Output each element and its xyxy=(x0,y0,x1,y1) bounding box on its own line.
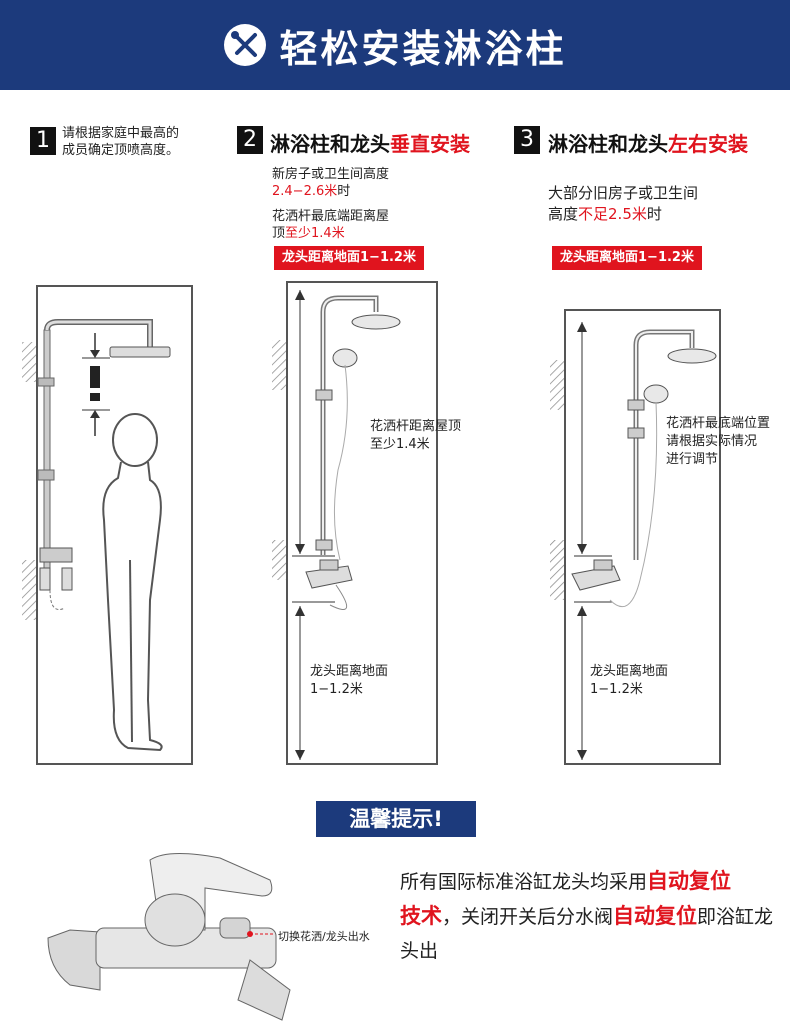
step2-title: 淋浴柱和龙头垂直安装 xyxy=(270,132,470,156)
switch-callout: 切换花洒/龙头出水 xyxy=(278,930,370,943)
step1-text-2: 成员确定顶喷高度。 xyxy=(62,143,180,158)
step2-ann-top-1: 花洒杆距离屋顶 xyxy=(370,419,462,434)
step2-number: 2 xyxy=(237,126,263,154)
person-silhouette xyxy=(102,413,163,752)
step2-ann-bottom-2: 1−1.2米 xyxy=(310,682,363,697)
step2-ann-top-2: 至少1.4米 xyxy=(370,437,430,452)
step2-note-2: 2.4−2.6米时 xyxy=(272,184,351,199)
bath-faucet-illustration xyxy=(47,852,291,1021)
step2-note-4: 顶至少1.4米 xyxy=(272,226,345,241)
step3-number: 3 xyxy=(514,126,540,154)
exclamation-icon xyxy=(90,366,100,401)
step1-text-1: 请根据家庭中最高的 xyxy=(62,126,180,141)
step3-note-2: 高度不足2.5米时 xyxy=(548,205,662,223)
panel1-bathroom xyxy=(22,285,193,765)
step2-tag: 龙头距离地面1−1.2米 xyxy=(274,246,424,270)
page-title: 轻松安装淋浴柱 xyxy=(279,26,567,71)
step3-ann-bottom-2: 1−1.2米 xyxy=(590,682,643,697)
step3-title: 淋浴柱和龙头左右安装 xyxy=(548,132,748,156)
header-banner: 轻松安装淋浴柱 xyxy=(0,0,790,90)
step3-note-1: 大部分旧房子或卫生间 xyxy=(548,184,699,202)
tip-title: 温馨提示! xyxy=(316,801,476,837)
step2-ann-bottom-1: 龙头距离地面 xyxy=(310,664,389,679)
step3-tag: 龙头距离地面1−1.2米 xyxy=(552,246,702,270)
wrench-screwdriver-icon xyxy=(224,24,267,66)
step1-number: 1 xyxy=(30,127,56,155)
step3-ann-top-3: 进行调节 xyxy=(666,452,719,467)
tip-text: 所有国际标准浴缸龙头均采用自动复位技术，关闭开关后分水阀自动复位即浴缸龙头出 xyxy=(400,869,774,962)
step3-ann-top-1: 花洒杆最底端位置 xyxy=(666,416,771,431)
step2-note-1: 新房子或卫生间高度 xyxy=(272,167,390,182)
step3-ann-bottom-1: 龙头距离地面 xyxy=(590,664,669,679)
step2-note-3: 花洒杆最底端距离屋 xyxy=(272,209,390,224)
step3-ann-top-2: 请根据实际情况 xyxy=(666,434,758,449)
